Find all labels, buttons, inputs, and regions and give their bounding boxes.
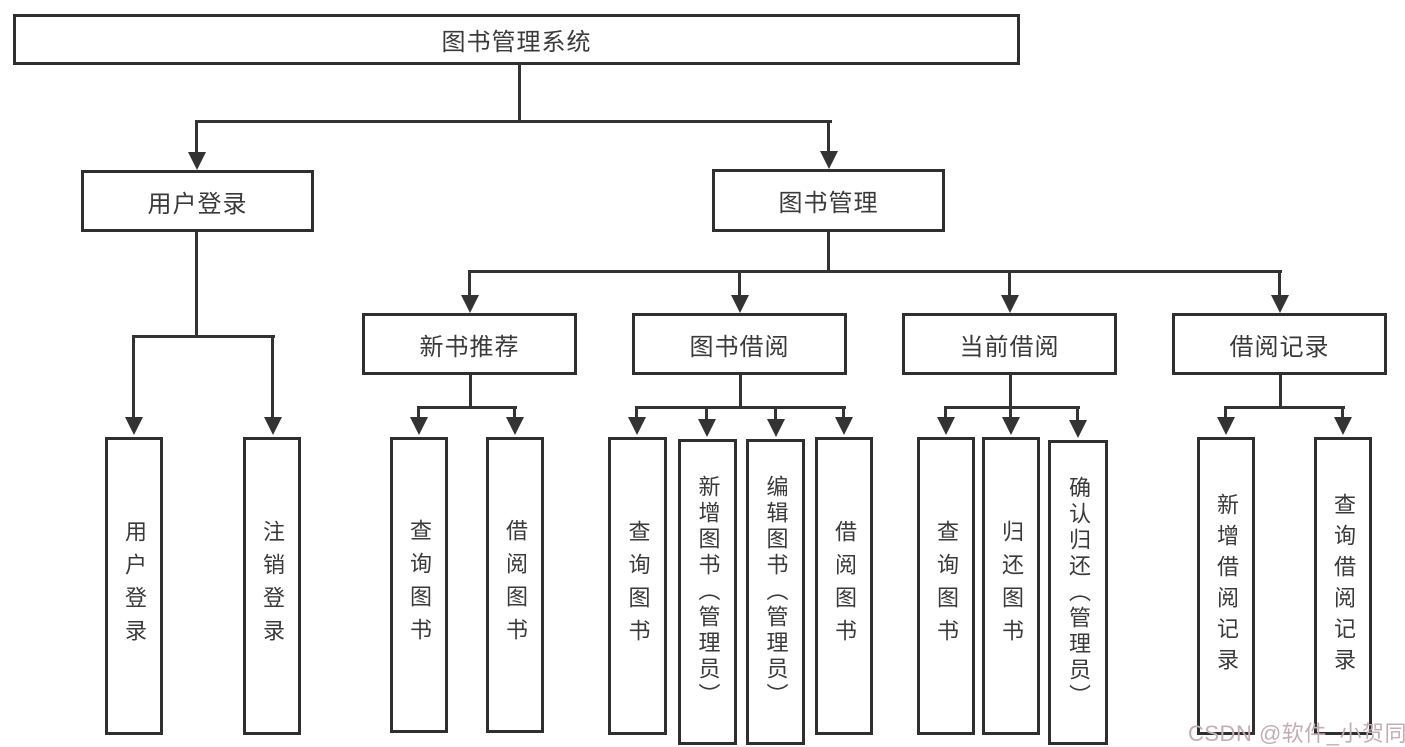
node-current-borrow: 当前借阅 xyxy=(902,313,1117,375)
connector-root-stem xyxy=(518,65,521,122)
leaf-cur-confirm-return-admin-label: 确认归还（管理员） xyxy=(1066,475,1091,710)
arrow-cur-confirm xyxy=(1069,406,1087,438)
connector-user-login-stem xyxy=(195,232,198,338)
leaf-cur-query-book-label: 查询图书 xyxy=(934,520,959,652)
connector-book-borrow-stem xyxy=(739,375,742,408)
node-borrow-record-label: 借阅记录 xyxy=(1229,333,1330,361)
arrow-nb-borrow xyxy=(506,406,524,435)
node-root-label: 图书管理系统 xyxy=(441,29,592,56)
arrow-bw-edit xyxy=(767,406,785,437)
leaf-logout: 注销登录 xyxy=(243,437,301,735)
leaf-nb-query-book-label: 查询图书 xyxy=(407,519,432,651)
leaf-bw-borrow-book-label: 借阅图书 xyxy=(832,520,857,652)
leaf-bw-add-book-admin: 新增图书（管理员） xyxy=(678,439,737,745)
leaf-cur-return-book: 归还图书 xyxy=(982,437,1040,735)
connector-borrow-record-rail xyxy=(1225,406,1345,409)
leaf-rec-query-record: 查询借阅记录 xyxy=(1314,437,1372,735)
connector-current-borrow-rail xyxy=(945,406,1080,409)
node-book-management: 图书管理 xyxy=(712,169,945,232)
leaf-bw-edit-book-admin: 编辑图书（管理员） xyxy=(746,439,805,745)
node-root-system: 图书管理系统 xyxy=(13,14,1020,65)
connector-root-rail xyxy=(196,120,832,123)
leaf-nb-query-book: 查询图书 xyxy=(390,437,448,733)
node-user-login: 用户登录 xyxy=(81,170,314,232)
connector-book-mgmt-stem xyxy=(827,232,830,273)
connector-book-mgmt-rail xyxy=(469,270,1282,273)
node-book-borrow: 图书借阅 xyxy=(632,313,847,375)
arrow-to-logout xyxy=(264,335,282,435)
node-borrow-record: 借阅记录 xyxy=(1172,313,1387,375)
node-current-borrow-label: 当前借阅 xyxy=(959,333,1060,361)
leaf-user-login-label: 用户登录 xyxy=(122,520,147,652)
leaf-rec-add-record-label: 新增借阅记录 xyxy=(1214,493,1239,679)
leaf-cur-return-book-label: 归还图书 xyxy=(999,520,1024,652)
arrow-to-book-borrow xyxy=(731,270,749,313)
arrow-nb-query xyxy=(410,406,428,435)
arrow-bw-query xyxy=(628,406,646,435)
node-new-book-label: 新书推荐 xyxy=(419,333,520,361)
arrow-cur-query xyxy=(937,406,955,435)
arrow-to-user-login xyxy=(188,120,206,170)
leaf-user-login: 用户登录 xyxy=(105,437,163,735)
leaf-bw-query-book-label: 查询图书 xyxy=(625,520,651,652)
leaf-rec-add-record: 新增借阅记录 xyxy=(1197,437,1255,735)
connector-new-book-stem xyxy=(469,375,472,408)
leaf-bw-borrow-book: 借阅图书 xyxy=(815,437,873,735)
leaf-bw-query-book: 查询图书 xyxy=(608,437,667,735)
arrow-rec-add xyxy=(1217,406,1235,435)
connector-book-borrow-rail xyxy=(636,406,846,409)
connector-borrow-record-stem xyxy=(1279,375,1282,408)
csdn-watermark: CSDN @软件_小贺同学 xyxy=(1188,721,1405,746)
arrow-rec-query xyxy=(1334,406,1352,435)
connector-new-book-rail xyxy=(418,406,517,409)
leaf-bw-add-book-admin-label: 新增图书（管理员） xyxy=(695,475,721,709)
leaf-logout-label: 注销登录 xyxy=(260,520,285,652)
arrow-bw-add xyxy=(698,406,716,437)
leaf-nb-borrow-book: 借阅图书 xyxy=(486,437,544,733)
node-new-book-recommend: 新书推荐 xyxy=(362,313,577,375)
leaf-nb-borrow-book-label: 借阅图书 xyxy=(503,519,528,651)
arrow-to-new-book xyxy=(461,270,479,313)
connector-user-login-rail xyxy=(133,335,275,338)
arrow-to-book-management xyxy=(820,120,838,169)
leaf-cur-confirm-return-admin: 确认归还（管理员） xyxy=(1048,440,1108,745)
node-book-borrow-label: 图书借阅 xyxy=(689,333,790,361)
connector-current-borrow-stem xyxy=(1009,375,1012,408)
leaf-bw-edit-book-admin-label: 编辑图书（管理员） xyxy=(763,475,789,709)
arrow-to-login xyxy=(125,335,143,435)
node-user-login-label: 用户登录 xyxy=(147,190,248,218)
leaf-cur-query-book: 查询图书 xyxy=(917,437,975,735)
arrow-cur-return xyxy=(1002,406,1020,435)
arrow-to-current-borrow xyxy=(1001,270,1019,313)
arrow-bw-borrow xyxy=(835,406,853,435)
node-book-management-label: 图书管理 xyxy=(778,190,879,217)
arrow-to-borrow-record xyxy=(1271,270,1289,313)
leaf-rec-query-record-label: 查询借阅记录 xyxy=(1331,493,1356,679)
